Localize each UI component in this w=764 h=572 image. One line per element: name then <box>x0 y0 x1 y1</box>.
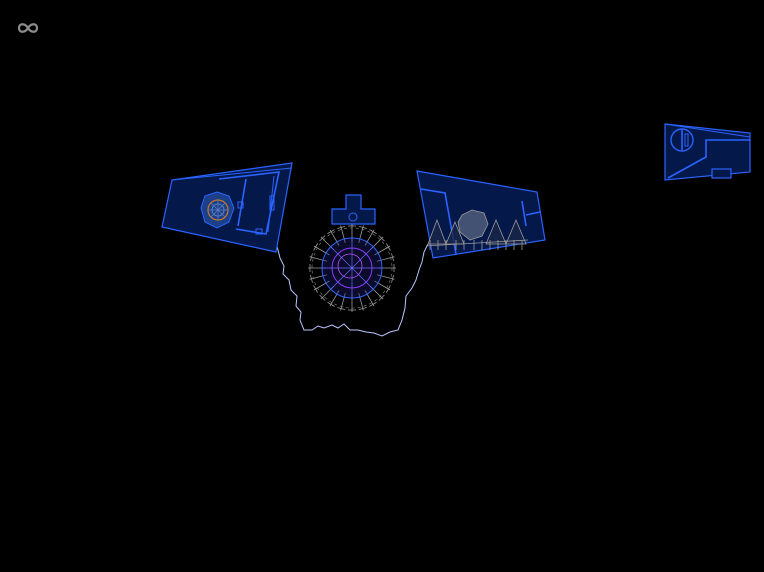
spike-row-icon <box>425 209 529 250</box>
far-right-panel[interactable] <box>664 123 751 181</box>
center-core[interactable] <box>308 224 396 312</box>
right-panel[interactable] <box>416 170 546 259</box>
rope <box>274 239 429 337</box>
circle-switch-icon <box>670 128 694 152</box>
left-panel[interactable] <box>161 162 293 253</box>
gear-icon <box>200 191 235 229</box>
center-block[interactable] <box>331 194 376 225</box>
infinity-icon[interactable] <box>14 18 42 38</box>
